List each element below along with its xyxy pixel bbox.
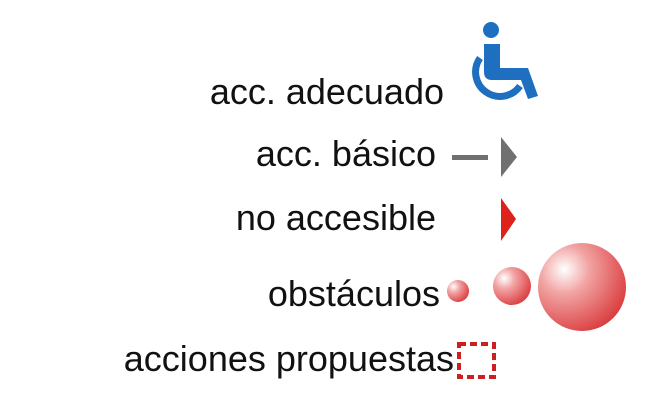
legend-label-acciones-propuestas: acciones propuestas xyxy=(123,338,454,379)
legend-label-acc-adecuado: acc. adecuado xyxy=(209,71,444,112)
legend-label-no-accesible: no accesible xyxy=(235,197,436,238)
wheelchair-icon xyxy=(472,22,538,100)
gray-arrow-icon xyxy=(452,137,517,177)
dashed-square-icon xyxy=(457,342,496,379)
red-triangle-icon xyxy=(501,198,516,241)
red-circles-icon xyxy=(447,243,626,331)
legend-label-acc-basico: acc. básico xyxy=(255,133,436,174)
legend-label-obstaculos: obstáculos xyxy=(267,273,440,314)
